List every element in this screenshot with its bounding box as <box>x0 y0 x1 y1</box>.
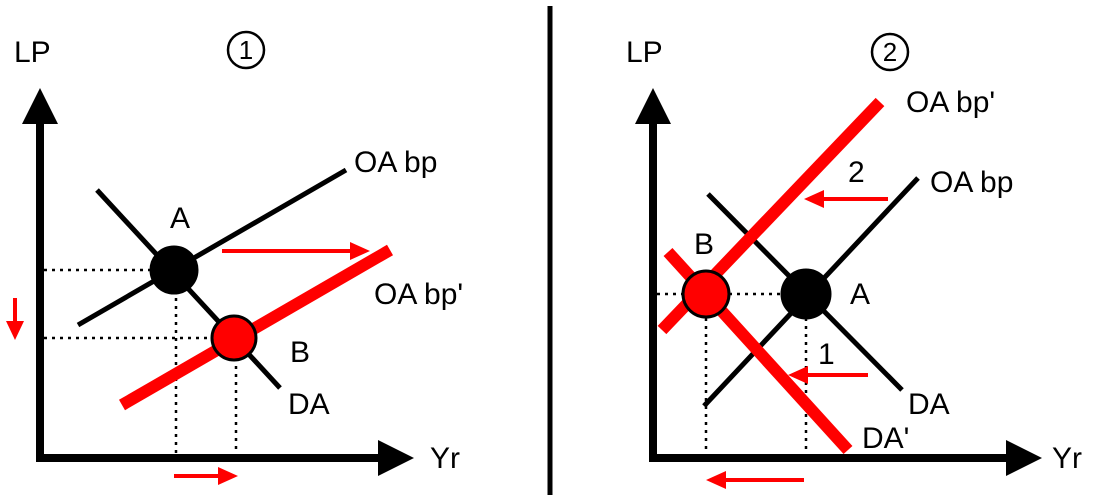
panel1-point-a <box>149 245 199 295</box>
panel2-label-supply: OA bp <box>930 166 1013 199</box>
panel-2: LP Yr 2 B A OA bp' <box>626 32 1082 489</box>
panel1-label-supply: OA bp <box>354 146 437 179</box>
panel1-x-axis-arrowhead <box>378 440 414 476</box>
panel2-shift-arrowhead-2 <box>804 190 824 208</box>
panel2-label-b: B <box>694 228 714 261</box>
panel2-label-demand: DA <box>908 388 950 421</box>
panel1-supply-curve <box>76 167 348 328</box>
panel1-new-supply-curve <box>118 244 394 411</box>
panel1-shift-arrowhead <box>350 242 370 260</box>
panel1-output-right-arrowhead <box>218 467 238 485</box>
panel1-label-new-supply: OA bp' <box>374 278 463 311</box>
panel2-output-left-arrowhead <box>706 471 726 489</box>
panel2-number-circle <box>870 32 910 72</box>
panel1-label-demand: DA <box>288 388 330 421</box>
panel-1: LP Yr 1 A B OA bp OA <box>6 30 463 485</box>
panel1-y-axis-label: LP <box>14 36 51 69</box>
panel2-shift-arrowhead-1 <box>788 366 808 384</box>
panel2-guides <box>657 292 808 456</box>
panel2-point-b <box>681 269 731 319</box>
panel2-label-step-2: 2 <box>848 156 865 189</box>
panel2-x-axis-label: Yr <box>1052 442 1082 475</box>
panel1-x-axis-label: Yr <box>430 442 460 475</box>
panel1-price-down-arrowhead <box>6 321 24 340</box>
panel2-label-new-supply: OA bp' <box>906 86 995 119</box>
panel2-y-axis-label: LP <box>626 36 663 69</box>
panel2-number: 2 <box>883 37 897 67</box>
panel2-point-a <box>780 268 832 320</box>
panel1-number: 1 <box>239 35 253 65</box>
panel1-point-b <box>210 314 258 362</box>
panel2-y-axis-arrowhead <box>635 88 671 124</box>
panel1-guides <box>44 268 238 456</box>
panel2-label-step-1: 1 <box>818 338 835 371</box>
panel2-label-a: A <box>850 278 870 311</box>
panel2-label-new-demand: DA' <box>862 422 909 455</box>
panel1-label-a: A <box>170 202 190 235</box>
panel1-number-circle <box>226 30 266 70</box>
panel1-y-axis-arrowhead <box>22 88 58 124</box>
panel1-label-b: B <box>290 336 310 369</box>
panel2-x-axis-arrowhead <box>1006 440 1042 476</box>
